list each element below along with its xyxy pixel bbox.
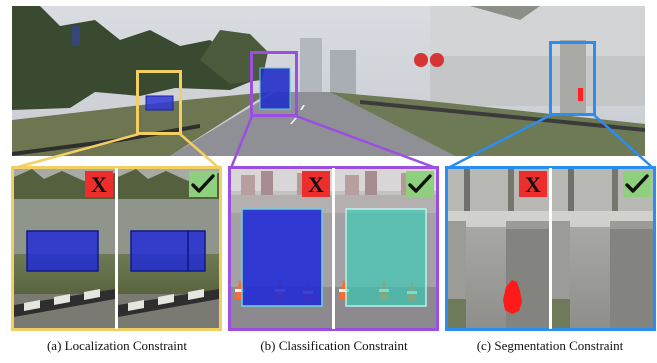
svg-text:X: X: [91, 172, 107, 197]
classification-highlight-box: [250, 51, 298, 117]
segmentation-highlight-box: [549, 41, 596, 116]
classification-connector: [229, 114, 437, 170]
localization-highlight-box: [136, 70, 182, 135]
caption-segmentation: (c) Segmentation Constraint: [476, 338, 624, 353]
street-scene: [12, 6, 645, 156]
wrong-badge-segmentation: X: [519, 171, 547, 197]
correct-badge-segmentation: [623, 171, 651, 197]
wrong-badge-classification: X: [302, 171, 330, 197]
segmentation-mask: [503, 280, 522, 314]
localization-wrong-panel: [14, 169, 115, 328]
wrong-badge-localization: X: [85, 171, 113, 197]
localization-correct-panel: [118, 169, 219, 328]
svg-text:X: X: [308, 172, 324, 197]
segmentation-panel-frame: [445, 166, 656, 331]
classification-wrong-panel: [231, 169, 332, 328]
localization-panel-frame: [11, 166, 222, 331]
classification-panel-frame: [228, 166, 439, 331]
car-detection-box: [26, 230, 99, 272]
segmentation-wrong-panel: [448, 169, 549, 328]
localization-connector: [13, 132, 220, 170]
svg-text:X: X: [525, 172, 541, 197]
correct-badge-classification: [406, 171, 434, 197]
bus-detection-box: [241, 208, 323, 307]
segmentation-connector: [447, 113, 654, 170]
bus-detection-box: [345, 208, 427, 307]
correct-badge-localization: [189, 171, 217, 197]
classification-correct-panel: [335, 169, 436, 328]
caption-classification: (b) Classification Constraint: [260, 338, 408, 353]
car-detection-box: [130, 230, 189, 272]
caption-localization: (a) Localization Constraint: [46, 338, 188, 353]
pedestrian-detection-box: [187, 230, 206, 272]
